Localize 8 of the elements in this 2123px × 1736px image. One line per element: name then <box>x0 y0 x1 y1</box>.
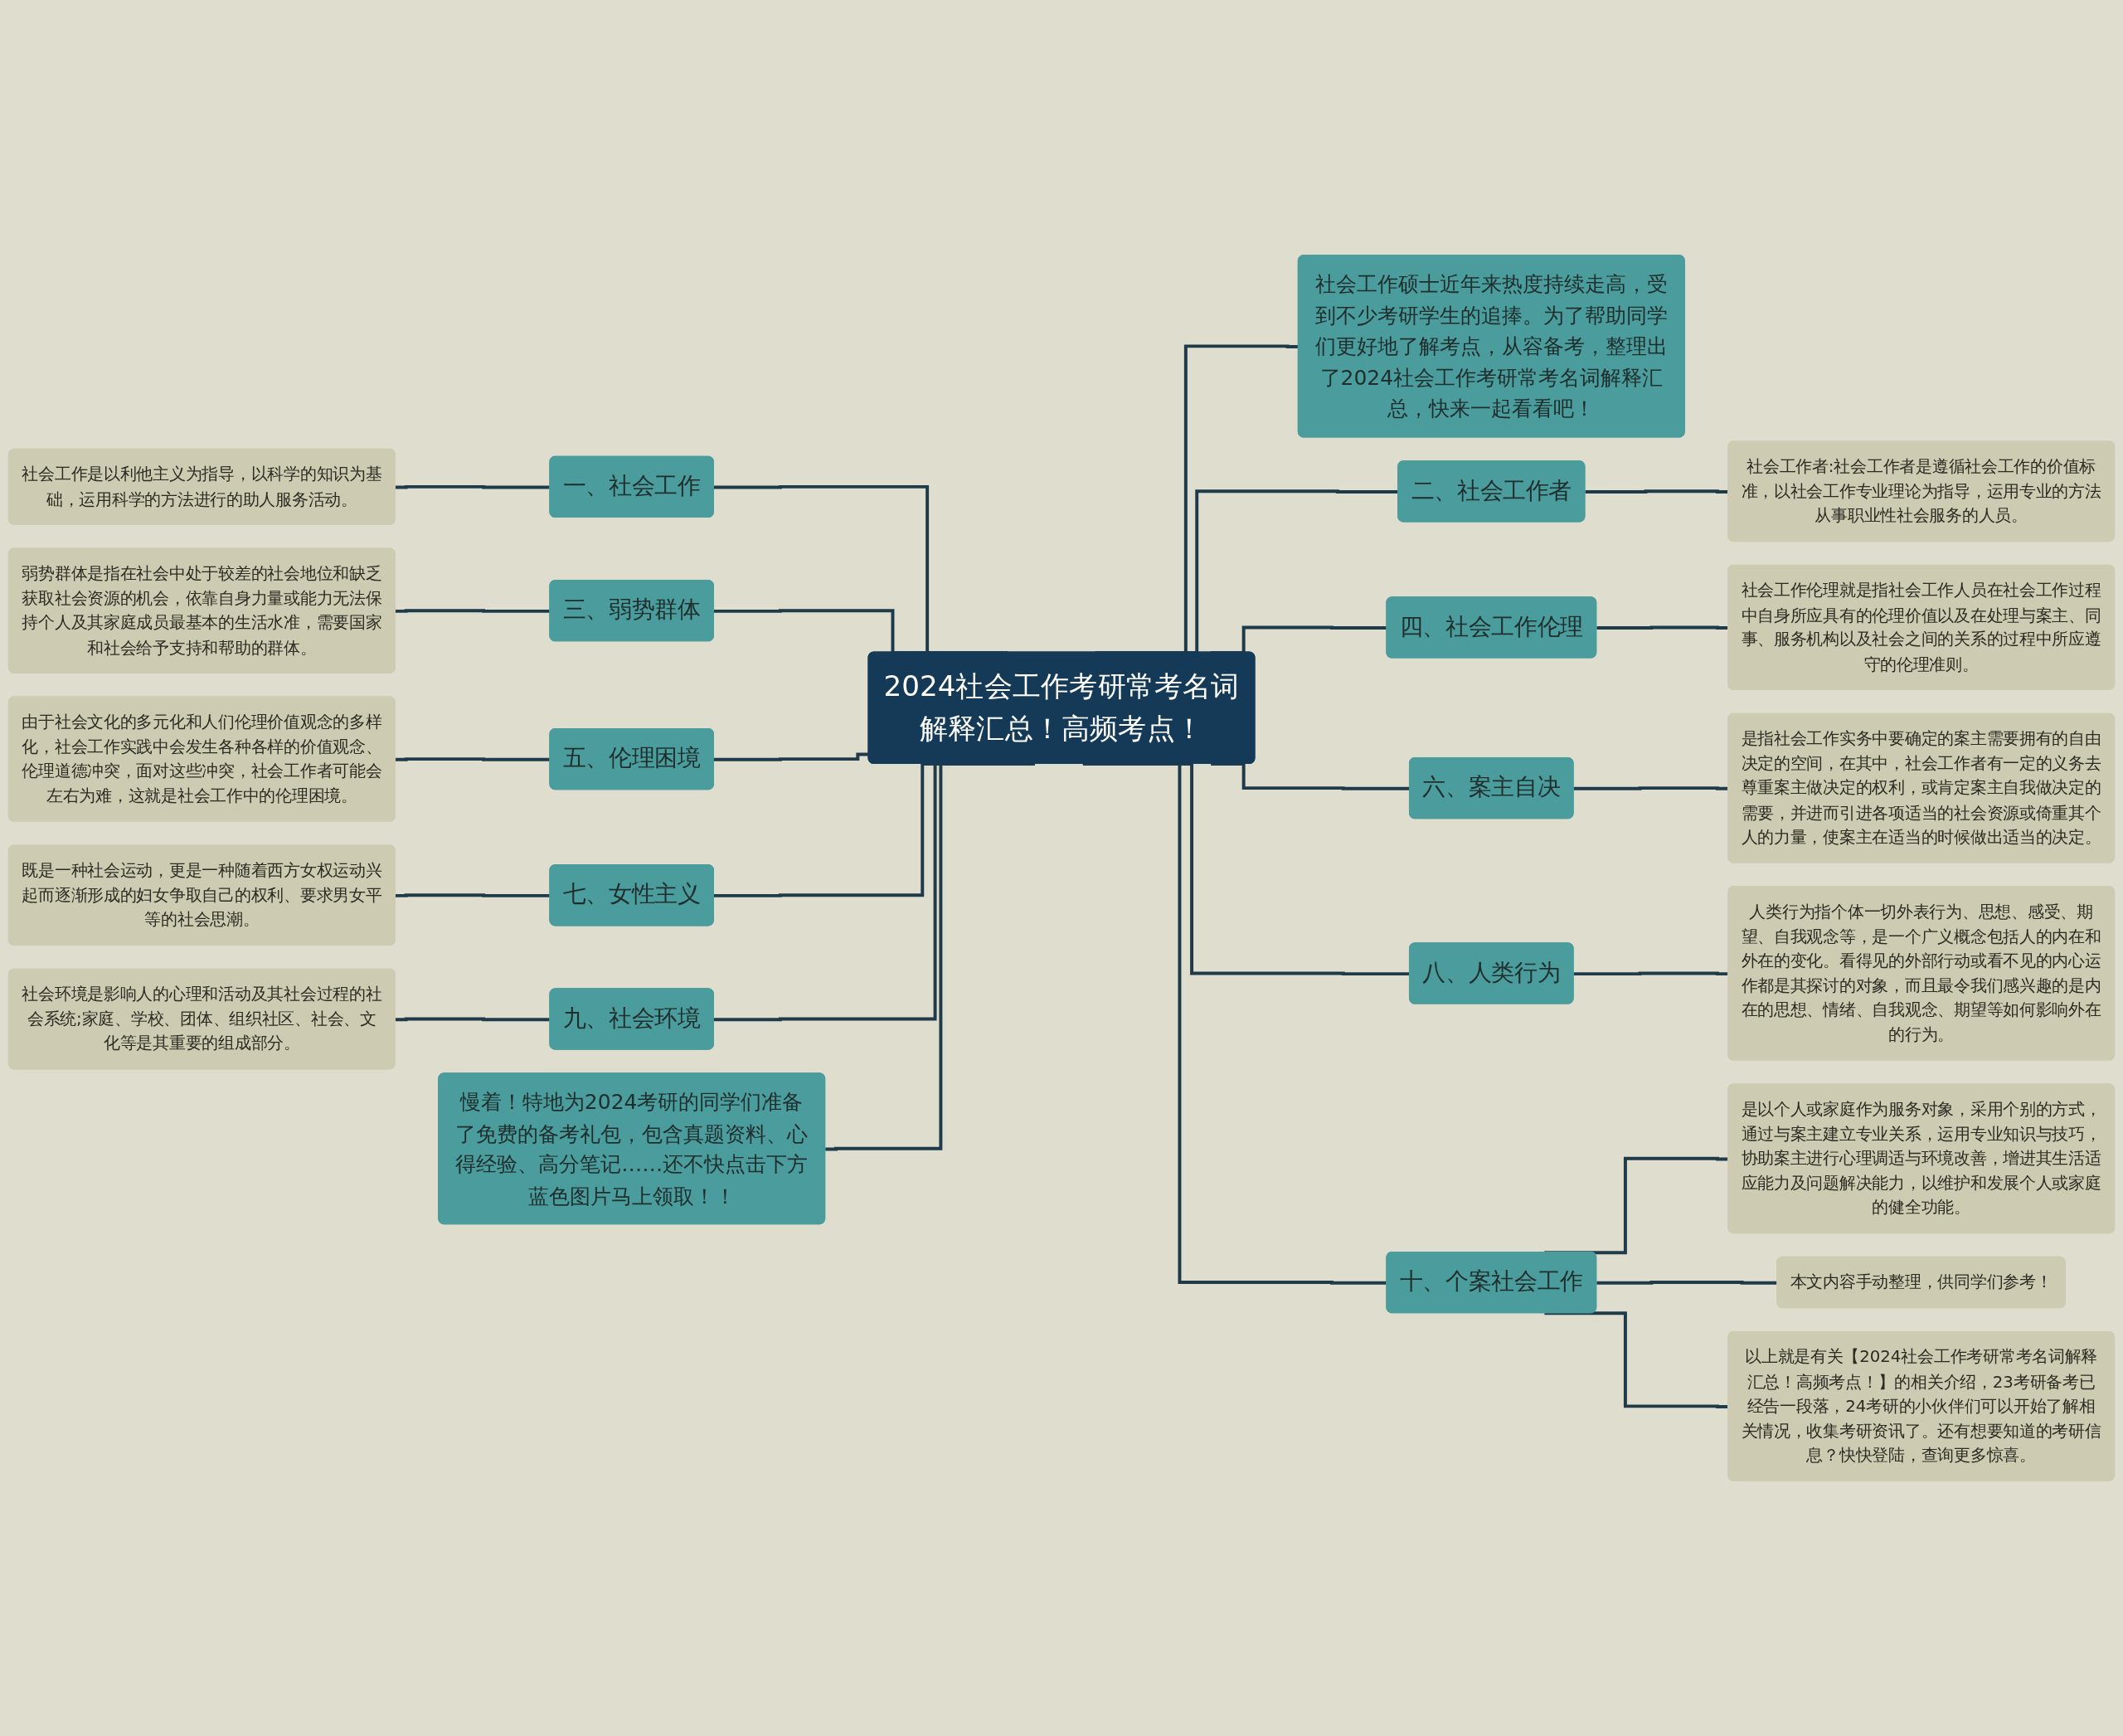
connector <box>395 1017 551 1022</box>
connector <box>1082 762 1387 1285</box>
connector <box>395 757 551 761</box>
connector <box>395 893 551 897</box>
connector <box>395 609 551 613</box>
connector <box>825 762 1035 1151</box>
connector <box>395 484 551 489</box>
connector <box>714 752 869 761</box>
